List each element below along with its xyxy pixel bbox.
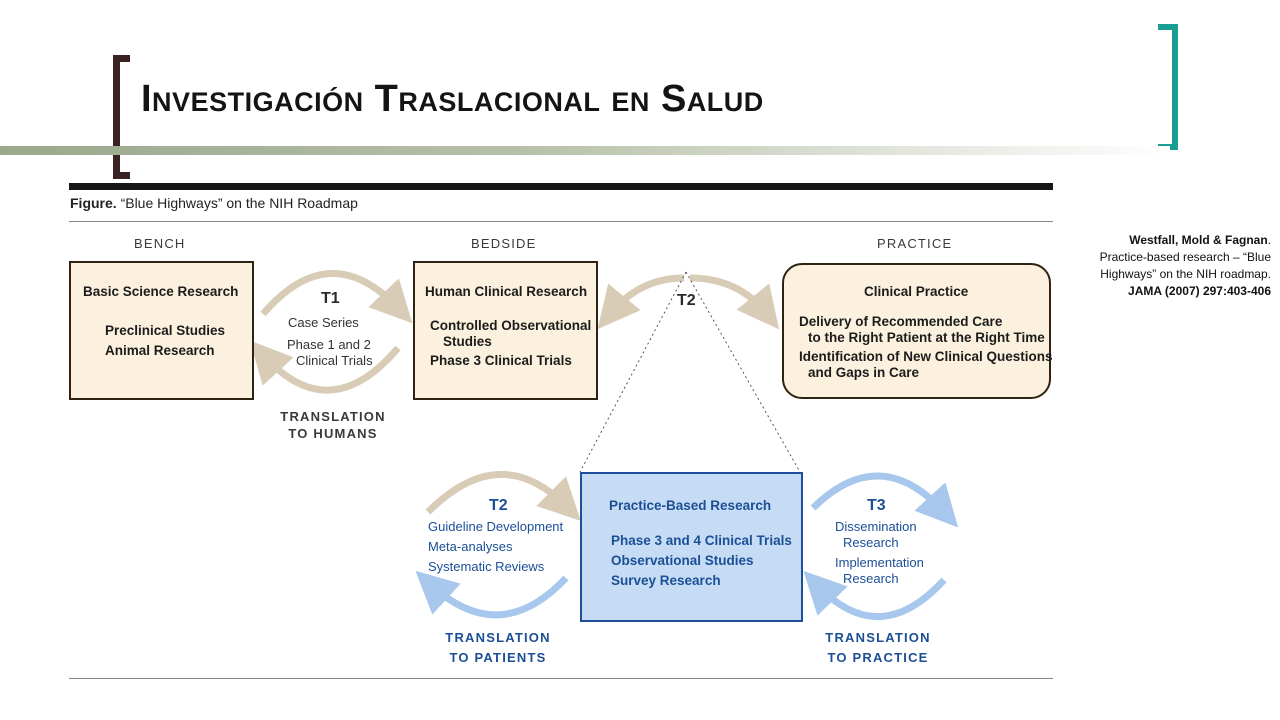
figure-caption-label: Figure. xyxy=(70,195,117,211)
t1-line-2: Phase 1 and 2 xyxy=(287,337,371,352)
t3-translation-line-2: TO PRACTICE xyxy=(827,650,929,665)
pbr-box-line-1: Phase 3 and 4 Clinical Trials xyxy=(611,533,792,548)
t2-bottom-line-2: Meta-analyses xyxy=(428,539,513,554)
figure-top-bar xyxy=(69,183,1053,190)
pbr-box-title: Practice-Based Research xyxy=(609,498,772,513)
header-bedside: BEDSIDE xyxy=(471,236,537,251)
t2-right-arrow xyxy=(689,274,780,330)
bench-box-line-1: Preclinical Studies xyxy=(105,323,226,338)
bedside-box: Human Clinical Research Controlled Obser… xyxy=(413,261,598,400)
t1-label: T1 xyxy=(321,290,340,307)
title-underline-bar xyxy=(0,146,1170,155)
t1-translation-line-2: TO HUMANS xyxy=(288,426,378,441)
header-practice: PRACTICE xyxy=(877,236,953,251)
t2-left-arrow xyxy=(597,274,685,330)
t2-bottom-translation-line-1: TRANSLATION xyxy=(445,630,551,645)
bench-box-line-2: Animal Research xyxy=(105,343,215,358)
t3-line-1: Dissemination xyxy=(835,519,917,534)
practice-box: Clinical Practice Delivery of Recommende… xyxy=(782,263,1053,399)
practice-box-line-2: to the Right Patient at the Right Time xyxy=(808,330,1045,345)
figure-caption-text: “Blue Highways” on the NIH Roadmap xyxy=(120,195,358,211)
figure-caption-rule xyxy=(69,221,1053,222)
funnel-right-line xyxy=(685,271,801,473)
t1-translation-line-1: TRANSLATION xyxy=(280,409,386,424)
t2-bottom-line-1: Guideline Development xyxy=(428,519,564,534)
t1-top-arrow xyxy=(260,270,413,324)
t2b-top-arrow xyxy=(425,471,581,521)
t3-top-arrow xyxy=(810,472,959,528)
t1-bottom-arrow xyxy=(249,340,401,394)
bench-box: Basic Science Research Preclinical Studi… xyxy=(69,261,254,400)
bedside-box-title: Human Clinical Research xyxy=(425,284,588,299)
pbr-box-line-2: Observational Studies xyxy=(611,553,754,568)
citation-journal: JAMA (2007) 297:403-406 xyxy=(1128,284,1271,298)
t2-top-label: T2 xyxy=(677,292,696,309)
t3-translation: TRANSLATION TO PRACTICE xyxy=(813,629,943,666)
header-bench: BENCH xyxy=(134,236,186,251)
t3-translation-line-1: TRANSLATION xyxy=(825,630,931,645)
t2-bottom-label: T2 xyxy=(489,497,508,514)
practice-box-line-4: and Gaps in Care xyxy=(808,365,920,380)
practice-box-title: Clinical Practice xyxy=(864,284,969,299)
t2-bottom-translation: TRANSLATION TO PATIENTS xyxy=(433,629,563,666)
t1-line-1: Case Series xyxy=(288,315,359,330)
citation-line-3: Highways” on the NIH roadmap. xyxy=(1100,267,1271,281)
bedside-box-line-2: Studies xyxy=(443,334,492,349)
practice-based-research-box: Practice-Based Research Phase 3 and 4 Cl… xyxy=(580,472,803,622)
t1-line-3: Clinical Trials xyxy=(296,353,373,368)
left-bracket-decoration xyxy=(113,55,130,179)
citation-authors-suffix: . xyxy=(1267,233,1271,247)
t3-bottom-arrow xyxy=(803,570,947,621)
bedside-box-line-1: Controlled Observational xyxy=(430,318,592,333)
t3-line-4: Research xyxy=(843,571,899,586)
t3-line-3: Implementation xyxy=(835,555,924,570)
practice-box-line-3: Identification of New Clinical Questions xyxy=(799,349,1053,364)
figure-bottom-rule xyxy=(69,678,1053,679)
t3-line-2: Research xyxy=(843,535,899,550)
t2-bottom-line-3: Systematic Reviews xyxy=(428,559,545,574)
t1-translation: TRANSLATION TO HUMANS xyxy=(268,408,398,442)
slide-title: Investigación Traslacional en Salud xyxy=(141,78,764,120)
t3-label: T3 xyxy=(867,497,886,514)
bench-box-title: Basic Science Research xyxy=(83,284,239,299)
practice-box-line-1: Delivery of Recommended Care xyxy=(799,314,1003,329)
figure-caption: Figure. “Blue Highways” on the NIH Roadm… xyxy=(70,195,358,211)
citation-authors: Westfall, Mold & Fagnan xyxy=(1129,233,1268,247)
citation: Westfall, Mold & Fagnan. Practice-based … xyxy=(1070,232,1271,300)
citation-line-2: Practice-based research – “Blue xyxy=(1099,250,1271,264)
t2-bottom-translation-line-2: TO PATIENTS xyxy=(449,650,547,665)
pbr-box-line-3: Survey Research xyxy=(611,573,721,588)
bedside-box-line-3: Phase 3 Clinical Trials xyxy=(430,353,572,368)
t2b-bottom-arrow xyxy=(415,570,569,619)
